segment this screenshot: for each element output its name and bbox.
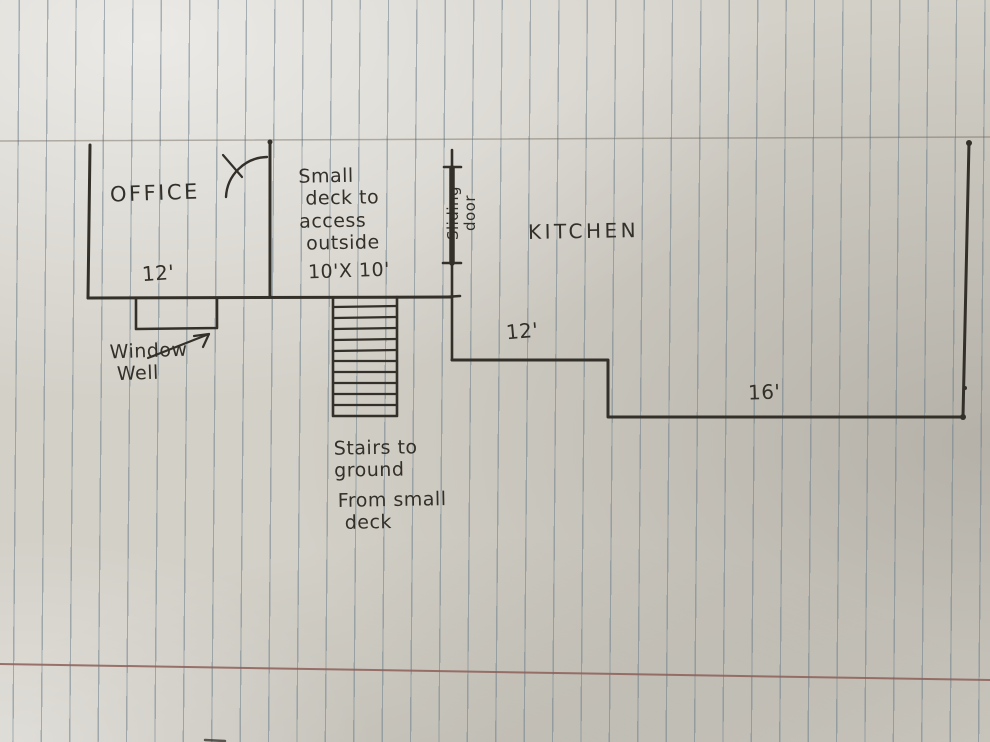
kitchen-outer-dimension: 16' [747, 379, 781, 405]
wall-kitchen-bottom-step [450, 358, 965, 419]
stairs-note-2: From small deck [337, 488, 447, 535]
stairs-treads [332, 304, 398, 407]
wall-endpoint-dot [966, 140, 972, 146]
sliding-door-label: Sliding door [444, 185, 480, 241]
margin-line [0, 663, 990, 681]
wall-ink-blot [963, 386, 967, 390]
window-well-arrow-head [192, 332, 211, 349]
sliding-door-ticks [441, 165, 463, 299]
small-deck-note: Small deck to access outside [298, 164, 380, 255]
deck-size-dimension: 10'X 10' [307, 258, 391, 284]
office-width-dimension: 12' [141, 259, 176, 287]
door-swing-arc [224, 155, 269, 199]
office-label: OFFICE [109, 179, 201, 207]
wall-office-left [86, 143, 92, 300]
kitchen-inner-dimension: 12' [504, 317, 540, 345]
stairs-note: Stairs to ground [333, 436, 418, 483]
wall-kitchen-right [961, 140, 971, 419]
wall-endpoint-dot [960, 414, 966, 420]
faint-top-line [0, 136, 990, 142]
paper-smudge [203, 738, 227, 742]
kitchen-label: KITCHEN [527, 218, 640, 244]
wall-endpoint-dot [267, 139, 273, 145]
window-well-label: Window Well [109, 338, 188, 386]
window-well-arrow-shaft [146, 332, 211, 360]
stairs-rails [331, 295, 399, 418]
window-well [134, 296, 219, 331]
door-leaf-tick [221, 153, 244, 179]
